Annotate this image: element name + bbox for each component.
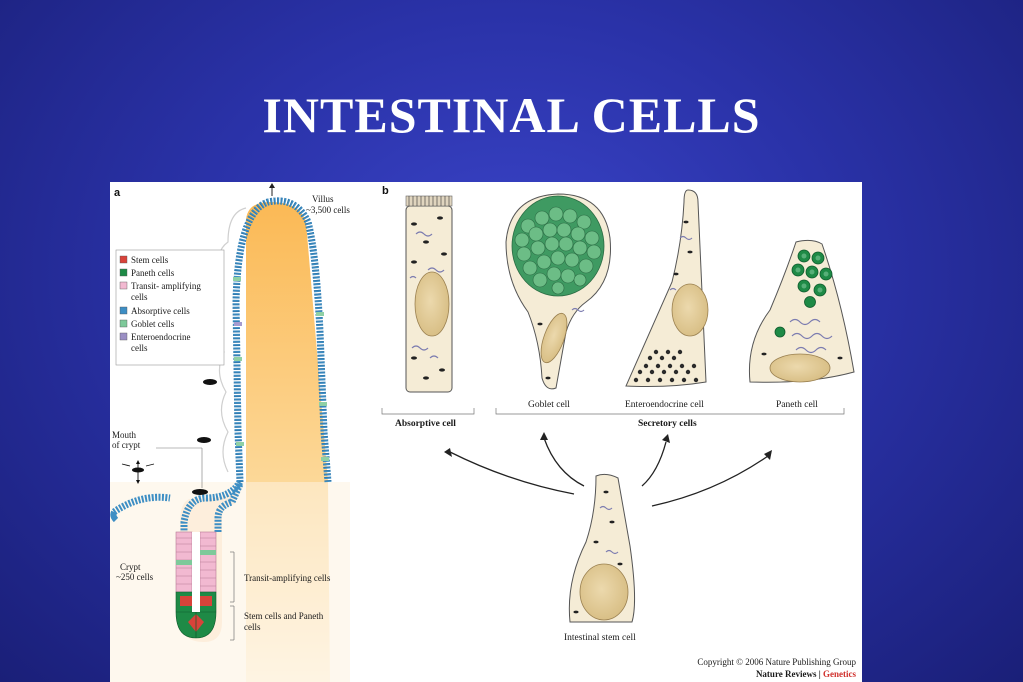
crypt	[110, 379, 244, 642]
legend-item-enteroendocrine: Enteroendocrine	[131, 332, 190, 342]
stem-paneth-label: Stem cells and Paneth	[244, 611, 324, 621]
legend-item-paneth: Paneth cells	[131, 268, 175, 278]
journal-line: Nature Reviews | Genetics	[756, 669, 857, 679]
legend-swatch-paneth	[119, 268, 128, 277]
legend-swatch-transit	[119, 281, 128, 290]
stem-paneth-label-line2: cells	[244, 622, 261, 632]
intestinal-stem-cell-label: Intestinal stem cell	[564, 633, 636, 643]
secretory-cells-label: Secretory cells	[638, 419, 697, 429]
enteroendocrine-cell	[625, 189, 709, 387]
paneth-cell-label: Paneth cell	[776, 400, 818, 410]
copyright-line: Copyright © 2006 Nature Publishing Group	[697, 657, 856, 667]
figure-svg: a	[110, 183, 857, 682]
panel-b-letter: b	[382, 185, 389, 197]
legend-swatch-goblet	[119, 319, 128, 328]
villus-label: Villus	[312, 194, 334, 204]
intestinal-stem-cell	[568, 473, 636, 623]
paneth-cell	[748, 239, 855, 383]
legend-swatch-enteroendocrine	[119, 332, 128, 341]
goblet-cell	[505, 193, 611, 390]
panel-a-letter: a	[114, 187, 121, 199]
absorptive-cell	[405, 195, 453, 393]
legend-item-stem: Stem cells	[131, 255, 169, 265]
group-brackets	[381, 408, 845, 415]
villus-count: ~3,500 cells	[306, 205, 350, 215]
legend-swatch-absorptive	[119, 306, 128, 315]
mouth-label: Mouth	[112, 430, 137, 440]
intestinal-cells-figure: a	[110, 182, 862, 682]
journal-section: Genetics	[823, 669, 856, 679]
legend-item-transit: Transit- amplifying	[131, 281, 201, 291]
legend-item-absorptive: Absorptive cells	[131, 306, 190, 316]
villus	[110, 183, 350, 682]
crypt-count: ~250 cells	[116, 572, 154, 582]
transit-amplifying-label: Transit-amplifying cells	[244, 573, 331, 583]
enteroendocrine-cell-label: Enteroendocrine cell	[625, 400, 704, 410]
legend-item-transit-line2: cells	[131, 292, 148, 302]
crypt-label: Crypt	[120, 562, 141, 572]
differentiation-arrows	[449, 437, 769, 507]
legend-item-goblet: Goblet cells	[131, 319, 175, 329]
goblet-cell-label: Goblet cell	[528, 400, 570, 410]
arrow-heads	[444, 432, 772, 460]
absorptive-cell-label: Absorptive cell	[395, 419, 456, 429]
legend-item-enteroendocrine-line2: cells	[131, 343, 148, 353]
slide-title: INTESTINAL CELLS	[262, 87, 761, 143]
mouth-label-line2: of crypt	[112, 440, 141, 450]
legend: Stem cells Paneth cells Transit- amplify…	[115, 249, 225, 366]
journal-name: Nature Reviews |	[756, 669, 823, 679]
legend-swatch-stem	[119, 255, 128, 264]
